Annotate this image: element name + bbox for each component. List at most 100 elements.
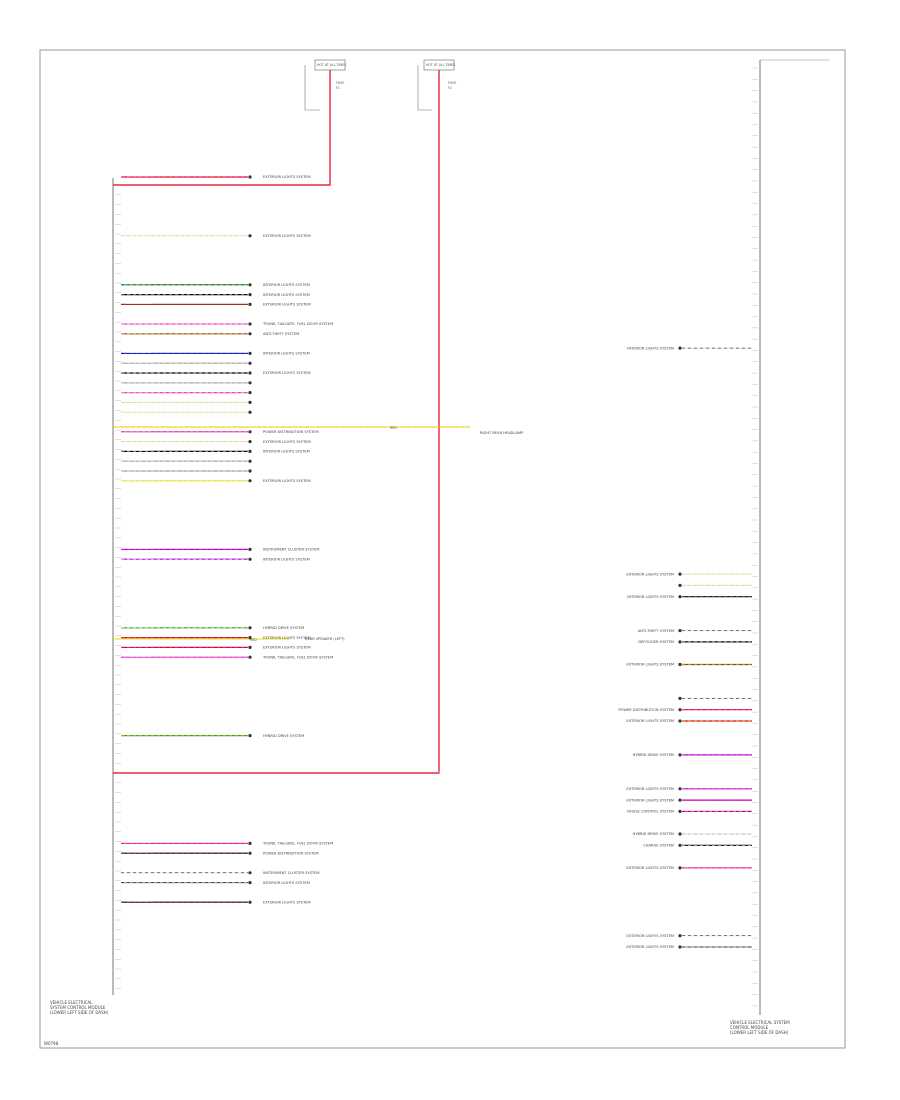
connector-arrow-icon	[248, 479, 252, 483]
connector-arrow-icon	[248, 361, 252, 365]
wire-destination-label: CRUISE CONTROL SYSTEM	[627, 810, 674, 814]
left-wire: TRUNK, TAILGATE, FUEL DOOR SYSTEM	[121, 653, 333, 659]
wire-code-box	[127, 369, 151, 373]
wire-destination-label: HYBRID DRIVE SYSTEM	[633, 832, 674, 836]
wire-code-box	[127, 281, 151, 285]
wire-code-box	[127, 379, 151, 383]
connector-arrow-icon	[248, 557, 252, 561]
left-wire	[121, 457, 252, 463]
wire-destination-label: INTERIOR LIGHTS SYSTEM	[263, 352, 310, 356]
right-wires: INTERIOR LIGHTS SYSTEM EXTERIOR LIGHTS SY…	[618, 346, 752, 949]
left-footer-line: VEHICLE ELECTRICAL	[50, 1000, 93, 1005]
left-wire: EXTERIOR LIGHTS SYSTEM	[121, 300, 311, 307]
wire-code-box	[127, 732, 151, 736]
connector-arrow-icon	[248, 351, 252, 355]
wire-destination-label: INTERIOR LIGHTS SYSTEM	[263, 557, 310, 561]
right-wire: EXTERIOR LIGHTS SYSTEM	[626, 934, 752, 938]
wire-destination-label: EXTERIOR LIGHTS SYSTEM	[263, 371, 311, 375]
wire-destination-label: HYBRID DRIVE SYSTEM	[633, 753, 674, 757]
left-wire: HYBRID DRIVE SYSTEM	[121, 732, 304, 738]
wire-code-box	[127, 555, 151, 559]
left-wire: TRUNK, TAILGATE, FUEL DOOR SYSTEM	[121, 839, 333, 846]
connector-arrow-icon	[248, 371, 252, 375]
right-connector	[752, 59, 830, 1015]
right-wire: INTERIOR LIGHTS SYSTEM	[627, 346, 752, 350]
connector-arrow-icon	[248, 440, 252, 444]
lower-cross: REAR SPEAKER (LEFT) RED	[113, 637, 345, 642]
wire-destination-label: INTERIOR LIGHTS SYSTEM	[627, 346, 674, 350]
fuse-1-header: HOT AT ALL TIMES	[317, 63, 346, 67]
wire-code-box	[127, 457, 151, 461]
connector-arrow-icon	[678, 945, 682, 949]
left-wire: EXTERIOR LIGHTS SYSTEM	[121, 369, 311, 375]
wire-code-box	[127, 879, 151, 883]
connector-arrow-icon	[678, 787, 682, 791]
wire-destination-label: HYBRID DRIVE SYSTEM	[263, 626, 304, 630]
wire-destination-label: EXTERIOR LIGHTS SYSTEM	[263, 479, 311, 483]
connector-arrow-icon	[248, 322, 252, 326]
connector-arrow-icon	[678, 719, 682, 723]
fuse-1-id: F1	[336, 86, 340, 90]
left-wire: EXTERIOR LIGHTS SYSTEM	[121, 477, 311, 483]
wire-code-box	[127, 428, 151, 432]
wire-destination-label: INTERIOR LIGHTS SYSTEM	[263, 283, 310, 287]
wire-destination-label: EXTERIOR LIGHTS SYSTEM	[263, 636, 311, 640]
connector-arrow-icon	[678, 753, 682, 757]
wire-destination-label: POWER DISTRIBUTION SYSTEM	[263, 851, 319, 855]
wire-code-box	[127, 173, 151, 177]
wire-code-box	[127, 320, 151, 324]
wire-code-box	[127, 624, 151, 628]
wire-destination-label: EXTERIOR LIGHTS SYSTEM	[263, 175, 311, 179]
wire-code-box	[127, 291, 151, 295]
right-wire: EXTERIOR LIGHTS SYSTEM	[626, 787, 752, 791]
left-wire: INSTRUMENT CLUSTER SYSTEM	[121, 545, 319, 552]
connector-arrow-icon	[248, 871, 252, 875]
right-wire: CRUISE CONTROL SYSTEM	[627, 810, 752, 814]
right-wire: CHARGE SYSTEM	[643, 844, 752, 848]
lower-cross-label: RED	[250, 638, 257, 642]
connector-arrow-icon	[248, 469, 252, 473]
connector-arrow-icon	[248, 547, 252, 552]
connector-arrow-icon	[248, 881, 252, 885]
connector-arrow-icon	[248, 645, 252, 650]
left-wire: INTERIOR LIGHTS SYSTEM	[121, 281, 310, 287]
connector-arrow-icon	[678, 640, 682, 644]
wire-destination-label: HYBRID DRIVE SYSTEM	[263, 734, 304, 738]
connector-arrow-icon	[678, 866, 682, 870]
connector-arrow-icon	[248, 430, 252, 434]
wire-code-box	[127, 408, 151, 412]
connector-arrow-icon	[248, 900, 252, 904]
wire-code-box	[127, 634, 151, 638]
wire-code-box	[127, 447, 151, 451]
wire-code-box	[127, 359, 151, 363]
connector-arrow-icon	[678, 346, 682, 350]
connector-arrow-icon	[248, 234, 252, 238]
left-wire: POWER DISTRIBUTION SYSTEM	[121, 849, 319, 855]
wire-code-box	[127, 869, 151, 873]
connector-arrow-icon	[678, 843, 682, 847]
right-wire: EXTERIOR LIGHTS SYSTEM	[626, 798, 752, 802]
left-wire: INTERIOR LIGHTS SYSTEM	[121, 879, 310, 885]
fuse-1: HOT AT ALL TIMES FUSE F1	[314, 59, 346, 90]
diagram-frame	[39, 49, 846, 1049]
left-wire: EXTERIOR LIGHTS SYSTEM	[121, 643, 311, 650]
right-wire: EXTERIOR LIGHTS SYSTEM	[626, 572, 752, 576]
connector-arrow-icon	[248, 841, 252, 846]
left-connector	[112, 178, 121, 995]
wire-code-box	[127, 389, 151, 393]
wire-code-box	[127, 330, 151, 334]
fuse-feed-2	[113, 65, 440, 774]
wire-destination-label: INSTRUMENT CLUSTER SYSTEM	[263, 548, 319, 552]
connector-arrow-icon	[678, 662, 682, 667]
left-wire: EXTERIOR LIGHTS SYSTEM	[121, 438, 311, 444]
connector-arrow-icon	[248, 459, 252, 463]
wire-destination-label: EXTERIOR LIGHTS SYSTEM	[263, 234, 311, 238]
right-wire: DEFOGGER SYSTEM	[638, 640, 752, 644]
connector-arrow-icon	[248, 449, 252, 453]
wire-destination-label: EXTERIOR LIGHTS SYSTEM	[626, 719, 674, 723]
connector-arrow-icon	[678, 798, 682, 802]
connector-arrow-icon	[248, 410, 252, 414]
wire-code-box	[127, 477, 151, 481]
connector-arrow-icon	[678, 583, 682, 588]
wire-code-box	[127, 653, 151, 657]
